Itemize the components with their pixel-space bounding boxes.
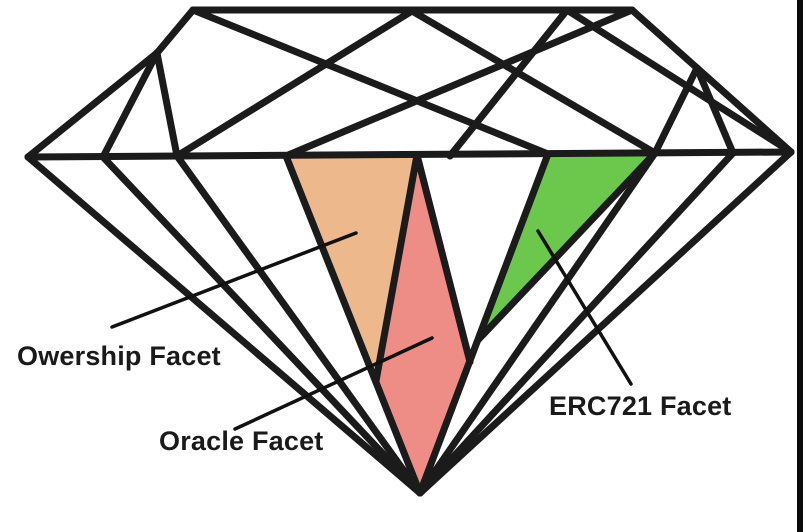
pavilion-line	[99, 153, 424, 497]
leader-lines	[110, 229, 633, 431]
crown-edge	[693, 64, 737, 157]
crown-diagonal	[189, 6, 552, 158]
pavilion-kite-edge	[372, 151, 421, 385]
erc721-facet-label: ERC721 Facet	[549, 391, 732, 421]
crown-edge	[153, 49, 181, 160]
pavilion-edge	[416, 148, 795, 497]
crown-diagonal	[408, 7, 659, 157]
erc721-leader-line	[536, 229, 633, 386]
window-border-right	[797, 0, 803, 532]
pavilion-line	[416, 149, 659, 497]
crown-edge	[24, 49, 161, 161]
crown-edge	[651, 64, 701, 157]
pavilion-edge	[24, 153, 424, 497]
pavilion-line	[474, 149, 659, 344]
crown-diagonal	[173, 7, 416, 160]
crown-edge	[99, 49, 161, 161]
pavilion-line	[282, 152, 424, 497]
diamond-outline	[24, 6, 795, 497]
crown-edge	[153, 6, 197, 57]
oracle-leader-line	[233, 336, 434, 431]
crown-diagonal	[563, 6, 795, 156]
pavilion-line	[416, 150, 552, 497]
oracle-facet-label: Oracle Facet	[159, 426, 324, 456]
girdle-edge	[24, 148, 795, 161]
ownership-facet-label: Owership Facet	[17, 341, 221, 371]
ownership-leader-line	[110, 231, 358, 329]
pavilion-kite-edge	[413, 151, 474, 366]
pavilion-line	[173, 152, 424, 497]
crown-diagonal	[282, 6, 636, 160]
crown-edge	[628, 6, 701, 72]
pavilion-line	[416, 149, 737, 497]
crown-diagonal	[446, 6, 571, 160]
oracle-facet-shape	[376, 155, 470, 493]
